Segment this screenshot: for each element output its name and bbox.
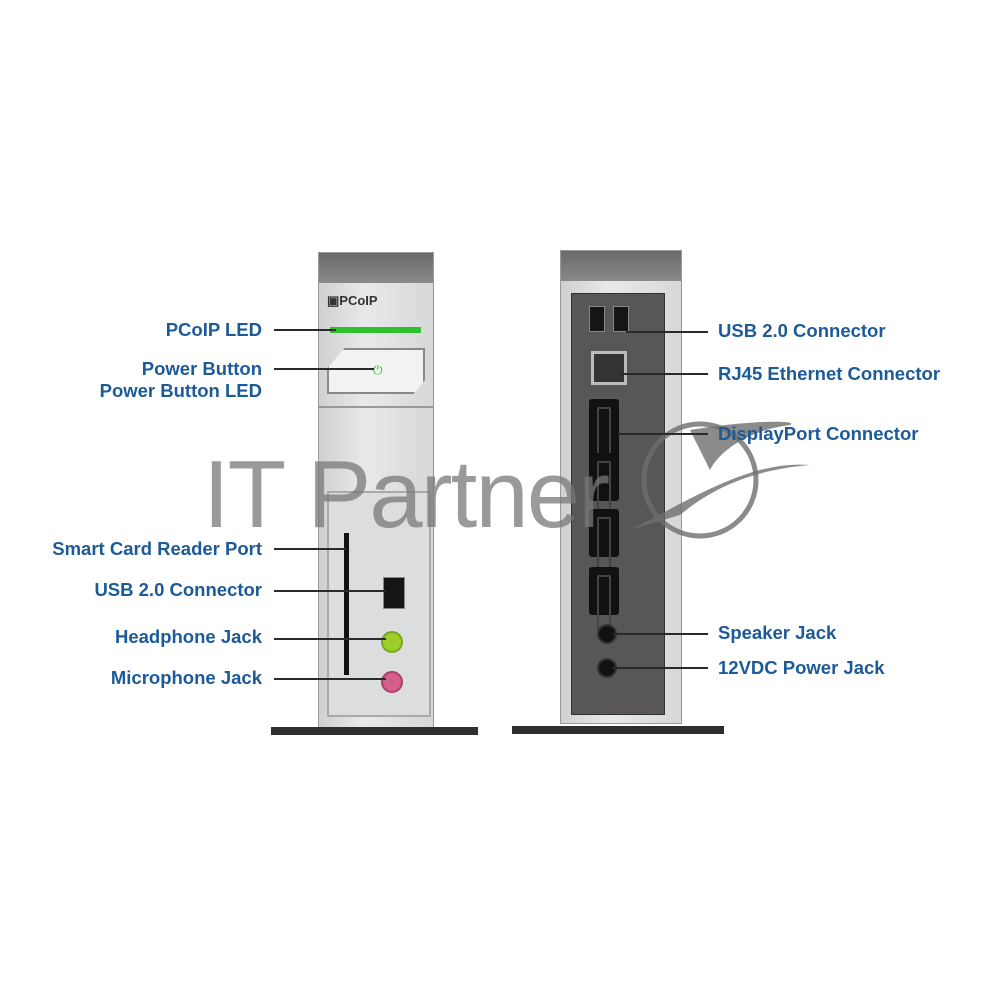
label-smart-card: Smart Card Reader Port <box>52 538 262 559</box>
label-power-jack: 12VDC Power Jack <box>718 657 885 678</box>
smart-card-slot[interactable] <box>344 533 349 675</box>
leader-line <box>274 678 386 680</box>
leader-line <box>274 329 336 331</box>
divider <box>319 406 433 408</box>
leader-line <box>618 433 708 435</box>
brand-text: PCoIP <box>339 293 378 308</box>
label-pcoip-led: PCoIP LED <box>165 319 262 340</box>
pcoip-logo: ▣PCoIP <box>327 293 378 308</box>
label-power-button-led: Power Button LED <box>99 380 262 401</box>
leader-line <box>612 667 708 669</box>
leader-line <box>612 633 708 635</box>
device-top-band <box>561 251 681 281</box>
label-front-usb: USB 2.0 Connector <box>94 579 262 600</box>
power-icon: ⏻ <box>373 363 383 377</box>
watermark-text: IT Partner <box>203 441 610 548</box>
leader-line <box>626 331 708 333</box>
device-top-band <box>319 253 433 283</box>
displayport-4[interactable] <box>589 567 619 631</box>
headphone-jack[interactable] <box>381 631 403 653</box>
label-displayport: DisplayPort Connector <box>718 423 919 444</box>
microphone-jack[interactable] <box>381 671 403 693</box>
front-base <box>271 727 478 735</box>
leader-line <box>274 548 346 550</box>
label-power-button: Power Button <box>141 358 262 379</box>
watermark-logo-icon <box>630 421 810 539</box>
label-rear-usb: USB 2.0 Connector <box>718 320 886 341</box>
label-rj45: RJ45 Ethernet Connector <box>718 363 941 384</box>
front-device: ▣PCoIP ⏻ <box>318 252 434 729</box>
leader-line <box>274 368 374 370</box>
rj45-port[interactable] <box>591 351 627 385</box>
label-microphone: Microphone Jack <box>110 667 262 688</box>
pcoip-led <box>330 327 421 333</box>
leader-line <box>274 638 386 640</box>
power-button[interactable] <box>327 348 425 394</box>
label-headphone: Headphone Jack <box>114 626 262 647</box>
label-speaker: Speaker Jack <box>718 622 837 643</box>
rear-usb-port-2[interactable] <box>613 306 629 332</box>
leader-line <box>274 590 386 592</box>
front-usb-port[interactable] <box>383 577 405 609</box>
back-base <box>512 726 724 734</box>
displayport-2[interactable] <box>589 453 619 517</box>
rear-usb-port-1[interactable] <box>589 306 605 332</box>
leader-line <box>620 373 708 375</box>
